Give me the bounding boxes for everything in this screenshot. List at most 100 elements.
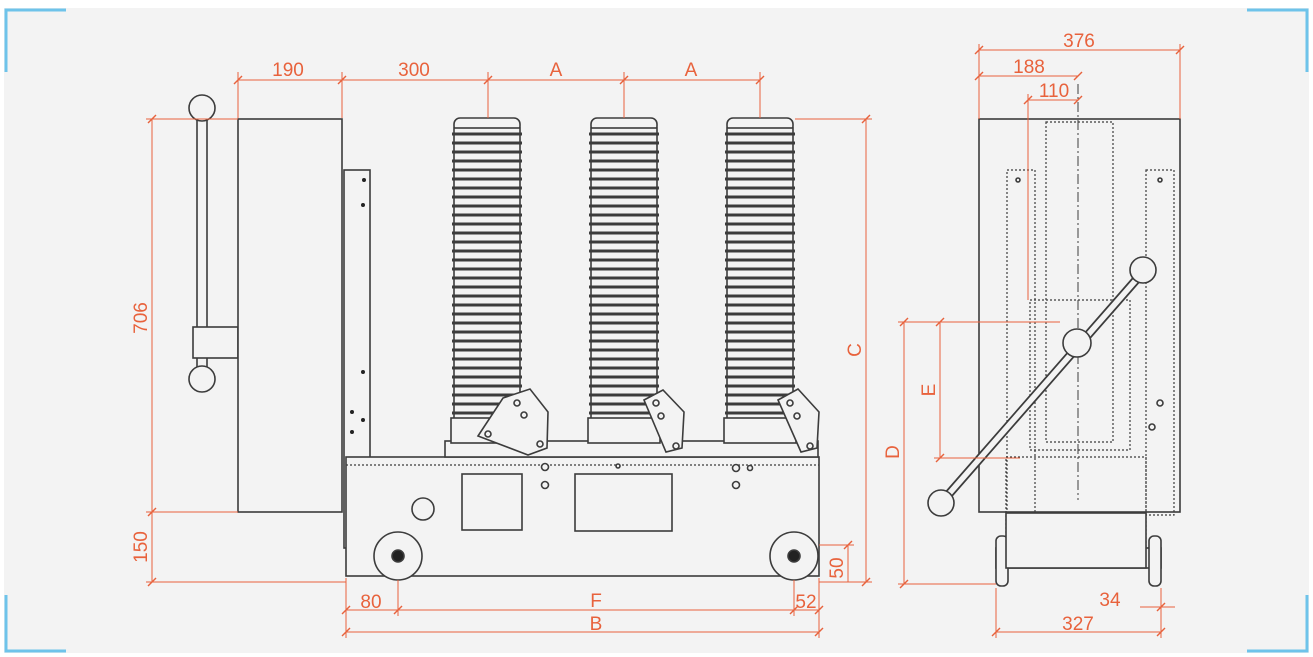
side-pole-body <box>1045 121 1114 443</box>
handle-bracket <box>192 326 239 359</box>
corner-mark-bottom-left <box>4 595 66 653</box>
dim-label-706: 706 <box>131 302 152 334</box>
tick <box>814 605 824 615</box>
tick <box>899 317 909 327</box>
tick <box>991 627 1001 637</box>
bolt <box>540 462 550 472</box>
linkage-pin <box>513 399 521 407</box>
wheel-left-hub <box>391 549 405 563</box>
side-handle-pivot <box>1062 328 1092 358</box>
front-handle <box>188 94 239 393</box>
dim-label-300: 300 <box>398 60 430 81</box>
side-mechanism <box>1029 299 1131 451</box>
side-handle-knob-top <box>1129 256 1157 284</box>
pole-1-linkage <box>476 388 549 456</box>
handle-knob-top <box>188 94 216 122</box>
pole-1-ribs <box>452 132 522 415</box>
bolt <box>615 463 621 469</box>
tick <box>1073 71 1083 81</box>
tick <box>755 75 765 85</box>
bolt <box>350 410 354 414</box>
front-dimension-labels: 190 300 A A 706 150 C 50 80 F 52 B <box>131 60 866 635</box>
side-body <box>978 118 1181 513</box>
pole-2-lower-housing <box>587 417 661 444</box>
tick <box>147 507 157 517</box>
side-handle-shaft-b <box>938 269 1146 506</box>
pole-3-body <box>726 127 794 421</box>
base-window-center <box>574 473 673 532</box>
bolt <box>361 370 365 374</box>
pole-2-body <box>590 127 658 421</box>
dim-label-52: 52 <box>795 592 816 613</box>
bolt <box>540 480 550 490</box>
tick <box>1073 95 1083 105</box>
corner-mark-bottom-right <box>1247 595 1309 653</box>
tick <box>935 453 945 463</box>
base-round-port <box>411 497 435 521</box>
front-mechanism-box <box>237 118 343 513</box>
linkage-pin <box>536 440 544 448</box>
tick <box>974 45 984 55</box>
tick <box>1156 627 1166 637</box>
linkage-pin <box>484 430 492 438</box>
tick <box>619 75 629 85</box>
base-bolts <box>540 462 754 490</box>
tick <box>899 579 909 589</box>
tick <box>1023 95 1033 105</box>
side-bolts <box>1015 177 1164 431</box>
pole-1 <box>450 117 549 456</box>
side-dimension-lines <box>898 44 1185 638</box>
wheel-right-hub <box>787 549 801 563</box>
tick <box>843 540 853 550</box>
tick <box>147 114 157 124</box>
tick <box>861 577 871 587</box>
dim-label-50: 50 <box>827 557 848 578</box>
pole-3-lower-housing <box>723 417 797 444</box>
tick <box>337 75 347 85</box>
dim-label-c: C <box>845 343 866 357</box>
dim-label-f: F <box>590 591 602 612</box>
bolt <box>1015 177 1021 183</box>
bolt <box>362 178 366 182</box>
dim-ticks <box>899 45 1185 637</box>
dim-label-188: 188 <box>1013 57 1045 78</box>
base-window-left <box>461 473 523 531</box>
bolt <box>1148 423 1156 431</box>
front-dimension-lines <box>146 72 872 638</box>
dim-label-e: E <box>919 384 940 397</box>
side-right-rail <box>1145 169 1175 516</box>
side-view <box>927 84 1181 587</box>
dim-label-34: 34 <box>1099 590 1121 611</box>
dim-label-376: 376 <box>1063 31 1095 52</box>
bolt <box>350 430 354 434</box>
pole-3 <box>723 117 820 453</box>
bolt <box>731 463 741 473</box>
tick <box>393 605 403 615</box>
bolt <box>1157 177 1163 183</box>
bolt <box>1156 399 1164 407</box>
dim-label-d: D <box>883 445 904 459</box>
tick <box>1175 45 1185 55</box>
tick <box>974 71 984 81</box>
tick <box>341 627 351 637</box>
bolt <box>361 203 365 207</box>
tick <box>483 75 493 85</box>
tick <box>935 317 945 327</box>
tick <box>147 577 157 587</box>
side-dimension-labels: 376 188 110 D E 34 327 <box>883 31 1121 635</box>
front-view <box>188 94 820 581</box>
linkage-pin <box>652 399 660 407</box>
dim-label-a2: A <box>685 60 698 81</box>
corner-mark-top-left <box>4 8 66 72</box>
corner-marks <box>4 8 1309 653</box>
bolt <box>361 418 365 422</box>
handle-knob-bottom <box>188 365 216 393</box>
linkage-pin <box>806 442 814 450</box>
linkage-pin <box>657 412 665 420</box>
tick <box>233 75 243 85</box>
dim-label-b: B <box>590 614 603 635</box>
tick <box>1156 602 1166 612</box>
pole-2 <box>587 117 685 453</box>
